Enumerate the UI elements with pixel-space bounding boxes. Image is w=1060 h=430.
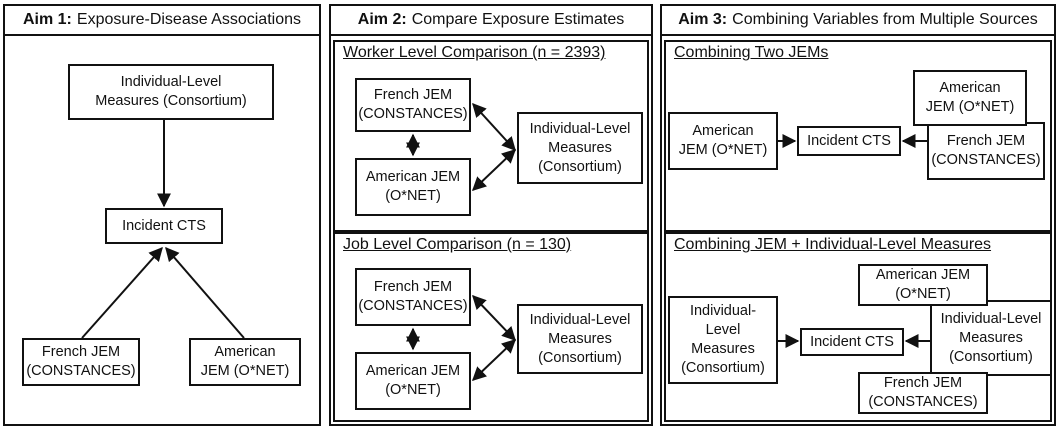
aim1-node-individual-measures: Individual-Level Measures (Consortium) [68, 64, 274, 120]
aim3-two-jems-american-jem-left: American JEM (O*NET) [668, 112, 778, 170]
aim3-header-label: Aim 3: [678, 11, 728, 28]
aim2-job-french-jem: French JEM (CONSTANCES) [355, 268, 471, 326]
aim2-job-american-jem: American JEM (O*NET) [355, 352, 471, 410]
aim2-header: Aim 2: Compare Exposure Estimates [331, 6, 651, 36]
aim3-two-jems-american-jem-top: American JEM (O*NET) [913, 70, 1027, 126]
aim2-worker-section: Worker Level Comparison (n = 2393) [333, 40, 649, 232]
aim3-header: Aim 3: Combining Variables from Multiple… [662, 6, 1054, 36]
aim2-header-label: Aim 2: [357, 11, 407, 28]
aim2-worker-title: Worker Level Comparison (n = 2393) [343, 44, 606, 61]
aim3-combo-incident-cts: Incident CTS [800, 328, 904, 356]
aim2-worker-french-jem: French JEM (CONSTANCES) [355, 78, 471, 132]
aim3-header-title: Combining Variables from Multiple Source… [732, 11, 1038, 28]
aim3-two-jems-incident-cts: Incident CTS [797, 126, 901, 156]
aim3-combo-individual-measures-right: Individual-Level Measures (Consortium) [930, 300, 1052, 376]
aim3-combo-individual-measures-left: Individual- Level Measures (Consortium) [668, 296, 778, 384]
aim2-worker-american-jem: American JEM (O*NET) [355, 158, 471, 216]
aim2-worker-individual-measures: Individual-Level Measures (Consortium) [517, 112, 643, 184]
aim3-two-jems-french-jem: French JEM (CONSTANCES) [927, 122, 1045, 180]
aim1-header: Aim 1: Exposure-Disease Associations [5, 6, 319, 36]
aim3-combo-american-jem: American JEM (O*NET) [858, 264, 988, 306]
aim3-two-jems-section: Combining Two JEMs [664, 40, 1052, 232]
aim3-combo-french-jem: French JEM (CONSTANCES) [858, 372, 988, 414]
aim1-node-american-jem: American JEM (O*NET) [189, 338, 301, 386]
aim2-job-section: Job Level Comparison (n = 130) [333, 232, 649, 422]
aim1-node-incident-cts: Incident CTS [105, 208, 223, 244]
aim1-header-label: Aim 1: [22, 11, 72, 28]
aim2-job-title: Job Level Comparison (n = 130) [343, 236, 572, 253]
aim2-job-individual-measures: Individual-Level Measures (Consortium) [517, 304, 643, 374]
aim3-jem-individual-title: Combining JEM + Individual-Level Measure… [674, 236, 992, 253]
aim2-header-title: Compare Exposure Estimates [411, 11, 625, 28]
aim3-two-jems-title: Combining Two JEMs [674, 44, 829, 61]
aim1-node-french-jem: French JEM (CONSTANCES) [22, 338, 140, 386]
aim1-header-title: Exposure-Disease Associations [76, 11, 301, 28]
